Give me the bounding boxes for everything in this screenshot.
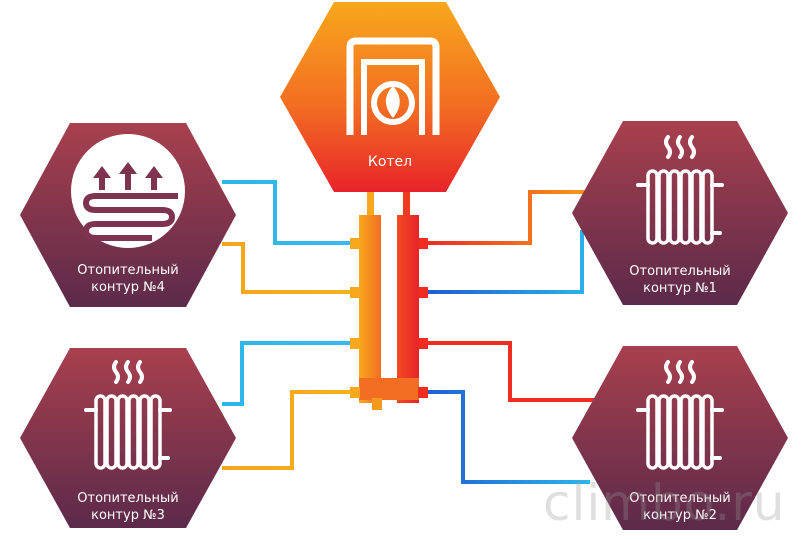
underfloor-heating-icon [71,134,185,248]
boiler-flame-icon [346,37,440,135]
circuit3-radiator-icon [84,360,172,470]
radiator-icons [84,135,724,470]
pipe-circuit1-supply [428,190,590,245]
circuit3-label-line1: Отопительный [77,491,179,506]
pipe-circuit3-cold [222,341,352,406]
pipe-circuit2-supply [428,341,596,402]
boiler-label-text: Котел [367,154,413,170]
pipe-circuit4-warm [222,242,352,294]
hydraulic-header [350,188,428,410]
pipes [222,180,596,484]
watermark: climbo.ru [543,474,786,532]
boiler-label: Котел [340,154,440,171]
circuit2-label-line1: Отопительный [629,491,731,506]
circuit1-label: Отопительный контур №1 [600,263,760,297]
circuit4-node [20,123,236,307]
circuit2-label: Отопительный контур №2 [600,490,760,524]
circuit4-label: Отопительный контур №4 [48,262,208,296]
boiler-node [280,2,500,192]
circuit4-label-line1: Отопительный [77,263,179,278]
circuit3-label: Отопительный контур №3 [48,490,208,524]
pipe-circuit4-cold [222,180,352,245]
circuit3-label-line2: контур №3 [91,508,165,523]
circuit1-radiator-icon [636,135,724,245]
circuit1-label-line1: Отопительный [629,264,731,279]
pipe-circuit3-warm [222,390,352,470]
circuit2-radiator-icon [636,360,724,470]
circuit2-label-line2: контур №2 [643,508,717,523]
circuit4-label-line2: контур №4 [91,280,165,295]
pipe-circuit2-return [428,390,590,484]
circuit1-label-line2: контур №1 [643,281,717,296]
